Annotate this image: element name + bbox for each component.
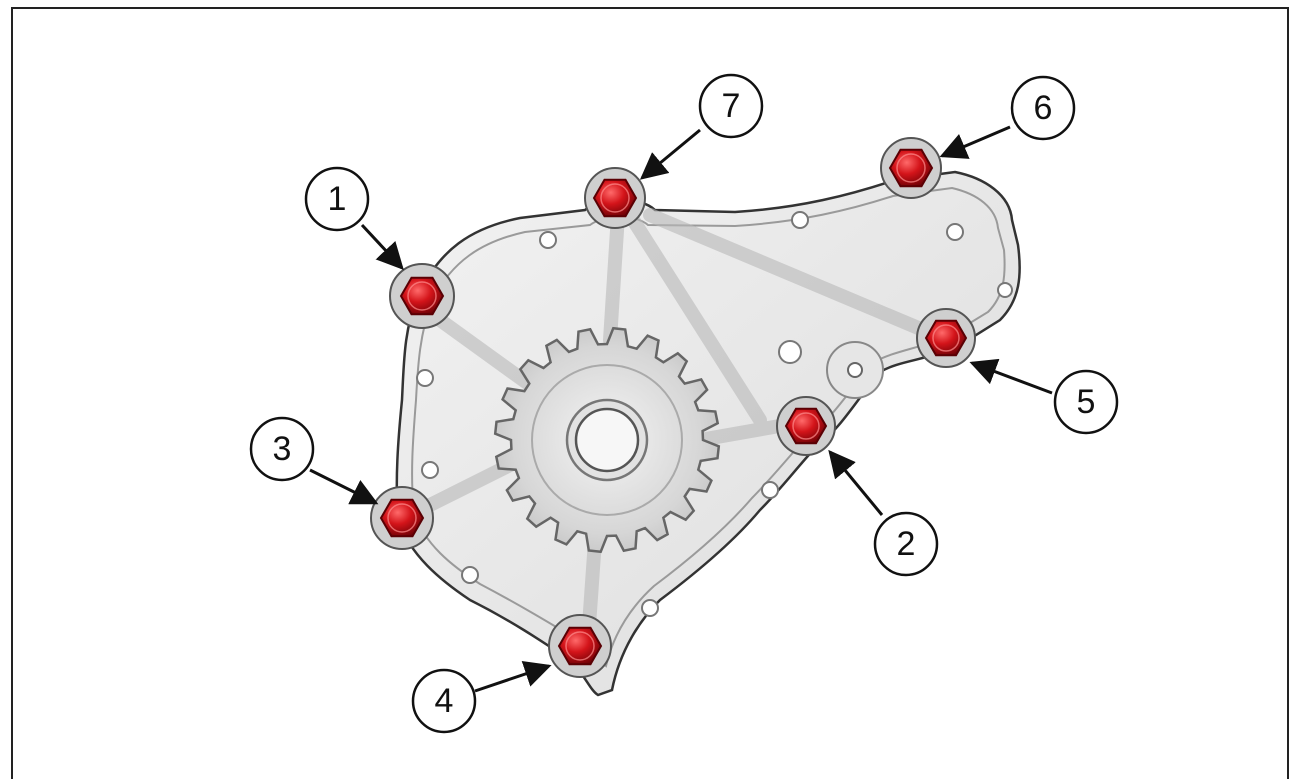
callout-circle-5 [1053,369,1119,435]
leader-arrow-3 [309,468,379,505]
callout-label-3: 3 [273,430,292,468]
callout-label-1: 1 [328,180,347,218]
bolt-1 [389,263,455,329]
callout-circle-3 [249,416,315,482]
bolt-2 [776,396,836,456]
leader-arrow-7 [639,128,701,180]
callout-circle-6 [1010,75,1076,141]
leader-arrow-4 [474,660,552,693]
leader-arrow-1 [360,223,404,270]
bolt-4 [548,614,612,678]
pump-housing [395,170,1021,697]
callout-label-4: 4 [435,682,454,720]
bolt-6 [880,137,942,199]
leader-arrow-5 [969,358,1053,395]
leader-arrow-6 [939,125,1011,159]
pump-sprocket [493,326,721,554]
callout-circle-4 [411,668,477,734]
bolt-5 [916,308,976,368]
callout-circle-7 [698,73,764,139]
callout-circle-2 [873,511,939,577]
bolt-3 [370,486,434,550]
callout-label-6: 6 [1034,89,1053,127]
callout-label-2: 2 [897,525,916,563]
bolt-7 [584,167,646,229]
leader-arrow-2 [828,449,884,516]
callout-circle-1 [304,166,370,232]
callout-label-7: 7 [722,87,741,125]
callout-label-5: 5 [1077,383,1096,421]
